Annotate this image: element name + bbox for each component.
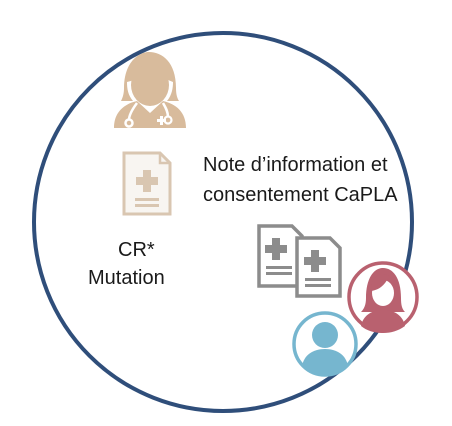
note-label-line2: consentement CaPLA xyxy=(203,184,398,206)
female-patient-icon xyxy=(347,261,419,333)
medical-documents-icon xyxy=(257,224,342,298)
medical-document-icon xyxy=(122,151,172,216)
male-patient-icon xyxy=(292,311,358,377)
cr-label-line2: Mutation xyxy=(88,267,165,289)
doctor-icon xyxy=(114,52,186,128)
cr-label-line1: CR* xyxy=(118,239,155,261)
note-label-line1: Note d’information et xyxy=(203,154,388,176)
